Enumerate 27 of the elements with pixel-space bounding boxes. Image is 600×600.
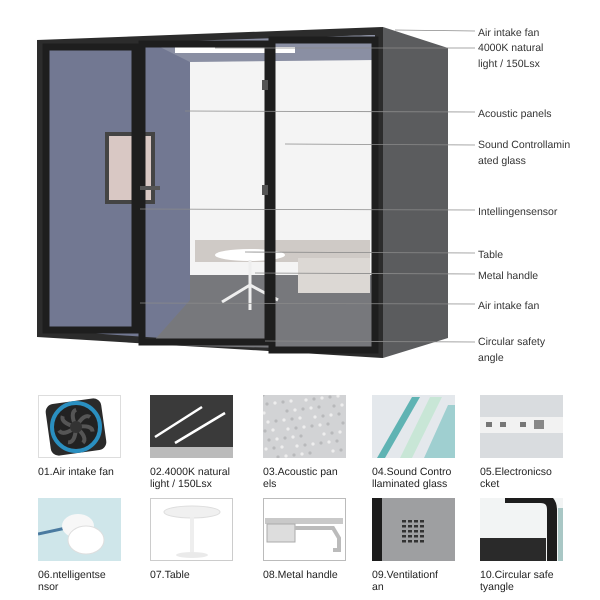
caption: 06.ntelligentse nsor bbox=[38, 569, 107, 593]
callout-label: Intellingensensor bbox=[478, 205, 558, 220]
callout-label: Air intake fan bbox=[478, 299, 540, 314]
callout-label: Acoustic panels bbox=[478, 107, 552, 122]
callout-label: 4000K natural light / 150Lsx bbox=[478, 41, 544, 72]
leader-line bbox=[244, 252, 476, 254]
leader-line bbox=[264, 340, 476, 342]
caption: 03.Acoustic pan els bbox=[263, 466, 339, 490]
callout-label: Circular safety angle bbox=[478, 335, 546, 366]
caption: 02.4000K natural light / 150Lsx bbox=[150, 466, 231, 490]
caption: 07.Table bbox=[150, 569, 190, 581]
leader-line bbox=[254, 272, 476, 274]
leader-line bbox=[140, 208, 476, 210]
callout-label: Table bbox=[478, 248, 504, 263]
caption: 05.Electronicso cket bbox=[480, 466, 553, 490]
caption: 01.Air intake fan bbox=[38, 466, 114, 478]
leader-line bbox=[140, 302, 476, 304]
caption: 10.Circular safe tyangle bbox=[480, 569, 555, 593]
leader-line bbox=[284, 144, 476, 146]
callout-label: Sound Controllamin ated glass bbox=[478, 138, 572, 169]
leader-line bbox=[184, 110, 476, 112]
caption: 08.Metal handle bbox=[263, 569, 338, 581]
caption: 04.Sound Contro llaminated glass bbox=[372, 466, 452, 490]
callout-label: Air intake fan bbox=[478, 26, 540, 41]
callout-label: Metal handle bbox=[478, 269, 538, 284]
caption: 09.Ventilationf an bbox=[372, 569, 439, 593]
leader-line bbox=[394, 30, 476, 32]
